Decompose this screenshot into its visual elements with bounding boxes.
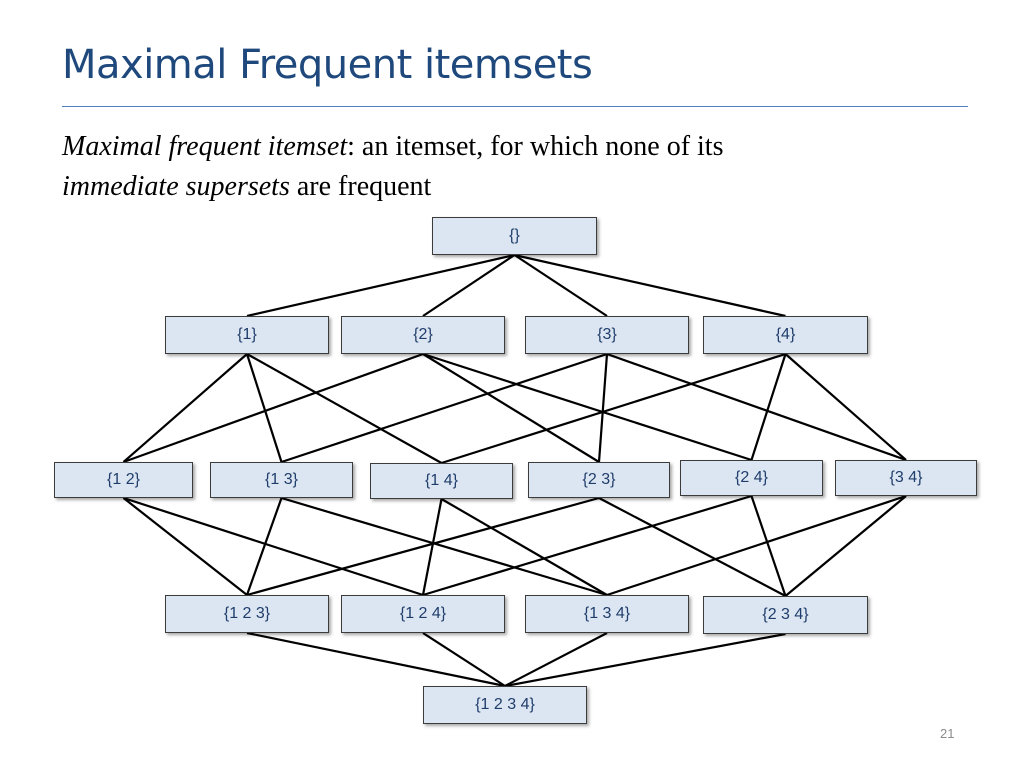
- lattice-edge-14-134: [440, 498, 608, 596]
- itemset-node-124: {1 2 4}: [341, 595, 505, 633]
- lattice-edge-2-12: [123, 352, 424, 464]
- itemset-node-134: {1 3 4}: [525, 595, 689, 633]
- lattice-edge-12-123: [122, 497, 248, 596]
- lattice-edge-1-14: [246, 353, 443, 464]
- lattice-edge-empty-1: [246, 253, 515, 318]
- lattice-edge-124-1234: [422, 632, 506, 687]
- lattice-edge-123-1234: [246, 631, 506, 688]
- lattice-edge-4-24: [750, 353, 787, 461]
- lattice-edge-13-134: [281, 496, 608, 597]
- lattice-edge-234-1234: [504, 632, 786, 688]
- lattice-edge-23-123: [246, 496, 600, 597]
- definition-text-part2: are frequent: [289, 171, 432, 202]
- lattice-edge-34-134: [606, 494, 907, 597]
- lattice-edge-3-34: [606, 352, 907, 462]
- itemset-node-123: {1 2 3}: [165, 595, 329, 633]
- lattice-edge-34-234: [784, 495, 907, 597]
- itemset-node-23: {2 3}: [528, 462, 670, 498]
- definition-term: Maximal frequent itemset: [62, 131, 348, 162]
- itemset-node-234: {2 3 4}: [703, 596, 868, 634]
- lattice-edge-2-24: [422, 352, 752, 462]
- lattice-edge-24-234: [750, 495, 787, 597]
- slide-title: Maximal Frequent itemsets: [62, 42, 593, 88]
- lattice-edge-1-12: [122, 353, 248, 463]
- title-divider: [62, 106, 968, 107]
- itemset-node-13: {1 3}: [210, 462, 353, 498]
- lattice-edge-1-13: [245, 353, 283, 463]
- definition-emphasis: immediate supersets: [62, 171, 290, 202]
- lattice-edge-3-13: [281, 352, 608, 464]
- lattice-edge-13-123: [245, 497, 283, 596]
- itemset-node-12: {1 2}: [54, 462, 193, 498]
- itemset-node-14: {1 4}: [370, 463, 513, 499]
- lattice-edge-empty-4: [514, 253, 786, 318]
- slide-number: 21: [940, 726, 955, 741]
- itemset-node-3: {3}: [525, 316, 689, 354]
- lattice-edge-134-1234: [504, 632, 608, 687]
- lattice-edge-4-14: [441, 352, 786, 465]
- lattice-edge-3-23: [597, 353, 609, 463]
- lattice-edge-4-34: [784, 353, 907, 461]
- lattice-edge-23-234: [598, 497, 787, 597]
- lattice-edge-12-124: [123, 496, 424, 597]
- lattice-edge-24-124: [422, 494, 752, 597]
- itemset-node-1: {1}: [165, 316, 329, 354]
- lattice-edge-14-124: [421, 498, 443, 596]
- itemset-node-4: {4}: [703, 316, 868, 354]
- lattice-edge-2-23: [422, 353, 600, 463]
- definition-text: Maximal frequent itemset: an itemset, fo…: [62, 127, 962, 207]
- itemset-node-empty: {}: [432, 217, 597, 255]
- itemset-node-34: {3 4}: [835, 460, 977, 496]
- lattice-edge-empty-3: [513, 254, 608, 317]
- definition-text-part1: : an itemset, for which none of its: [347, 131, 724, 162]
- itemset-node-1234: {1 2 3 4}: [423, 686, 587, 724]
- itemset-node-24: {2 4}: [680, 460, 823, 496]
- itemset-node-2: {2}: [341, 316, 505, 354]
- lattice-edge-empty-2: [422, 254, 516, 317]
